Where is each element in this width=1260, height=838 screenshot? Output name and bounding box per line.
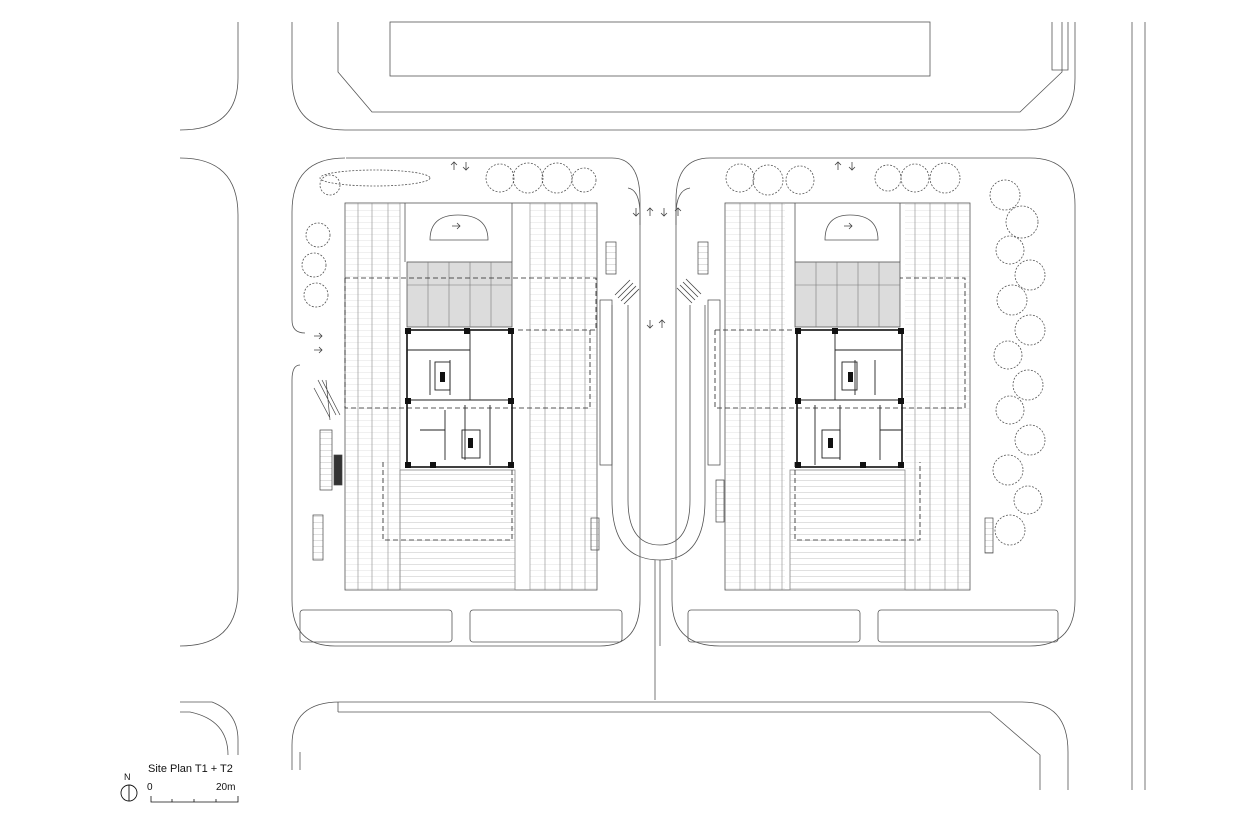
site-block-t1: [291, 157, 706, 647]
street-network: [179, 21, 1146, 790]
drawing-title: Site Plan T1 + T2: [148, 763, 233, 775]
north-arrow-icon: [120, 784, 138, 802]
tree-icon: [301, 162, 1046, 546]
scale-start-label: 0: [147, 782, 153, 793]
scale-bar: [150, 796, 239, 803]
scale-end-label: 20m: [216, 782, 236, 793]
north-label: N: [124, 772, 131, 782]
direction-arrow-icon: [314, 161, 856, 354]
site-block-t2: [671, 157, 1076, 647]
